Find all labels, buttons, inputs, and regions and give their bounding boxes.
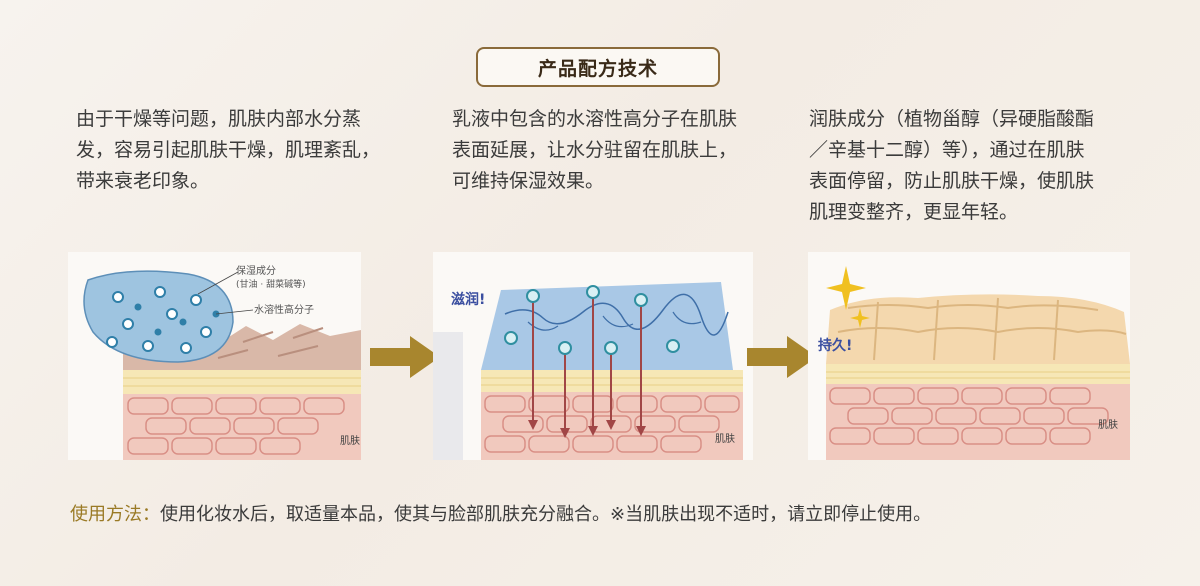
text-line: 可维持保湿效果。 bbox=[452, 170, 605, 192]
moist-word: 滋润! bbox=[451, 291, 485, 308]
text-line: 表面延展，让水分驻留在肌肤上， bbox=[452, 139, 738, 161]
usage-instructions: 使用方法：使用化妆水后，取适量本品，使其与脸部肌肤充分融合。※当肌肤出现不适时，… bbox=[70, 500, 931, 526]
skin-label: 肌肤 bbox=[340, 434, 360, 447]
description-column-1: 由于干燥等问题，肌肤内部水分蒸 发，容易引起肌肤干燥，肌理紊乱， 带来衰老印象。 bbox=[76, 104, 436, 197]
skin-label: 肌肤 bbox=[715, 432, 735, 445]
section-title: 产品配方技术 bbox=[537, 57, 658, 80]
text-line: 润肤成分（植物甾醇（异硬脂酸酯 bbox=[809, 108, 1095, 130]
text-line: 乳液中包含的水溶性高分子在肌肤 bbox=[452, 108, 738, 130]
illustration-dry-skin: 保湿成分 (甘油 · 甜菜碱等) 水溶性高分子 肌肤 bbox=[68, 252, 361, 460]
polymer-film-illustration: 滋润! 肌肤 bbox=[433, 282, 743, 460]
text-line: 肌理变整齐，更显年轻。 bbox=[809, 201, 1019, 223]
label-moisturizer-sub: (甘油 · 甜菜碱等) bbox=[236, 278, 306, 290]
text-line: 表面停留，防止肌肤干燥，使肌肤 bbox=[809, 170, 1095, 192]
illustration-polymer-film: 滋润! 肌肤 bbox=[433, 252, 753, 460]
right-arrow-icon bbox=[747, 336, 817, 378]
section-title-box: 产品配方技术 bbox=[476, 47, 720, 87]
usage-text: 使用化妆水后，取适量本品，使其与脸部肌肤充分融合。※当肌肤出现不适时，请立即停止… bbox=[160, 504, 932, 525]
skin-label: 肌肤 bbox=[1098, 418, 1118, 431]
description-column-2: 乳液中包含的水溶性高分子在肌肤 表面延展，让水分驻留在肌肤上， 可维持保湿效果。 bbox=[452, 104, 782, 197]
text-line: ／辛基十二醇）等），通过在肌肤 bbox=[809, 139, 1085, 161]
right-arrow-icon bbox=[370, 336, 440, 378]
label-moisturizer: 保湿成分 bbox=[236, 264, 276, 277]
lasting-word: 持久! bbox=[818, 337, 852, 354]
text-line: 由于干燥等问题，肌肤内部水分蒸 bbox=[76, 108, 362, 130]
smooth-skin-illustration: 持久! 肌肤 bbox=[818, 266, 1130, 460]
text-line: 发，容易引起肌肤干燥，肌理紊乱， bbox=[76, 139, 381, 161]
usage-label: 使用方法： bbox=[70, 504, 160, 525]
description-column-3: 润肤成分（植物甾醇（异硬脂酸酯 ／辛基十二醇）等），通过在肌肤 表面停留，防止肌… bbox=[809, 104, 1149, 228]
illustration-smooth-skin: 持久! 肌肤 bbox=[808, 252, 1130, 460]
dry-skin-illustration: 保湿成分 (甘油 · 甜菜碱等) 水溶性高分子 肌肤 bbox=[83, 264, 361, 460]
label-polymer: 水溶性高分子 bbox=[254, 303, 314, 316]
text-line: 带来衰老印象。 bbox=[76, 170, 210, 192]
